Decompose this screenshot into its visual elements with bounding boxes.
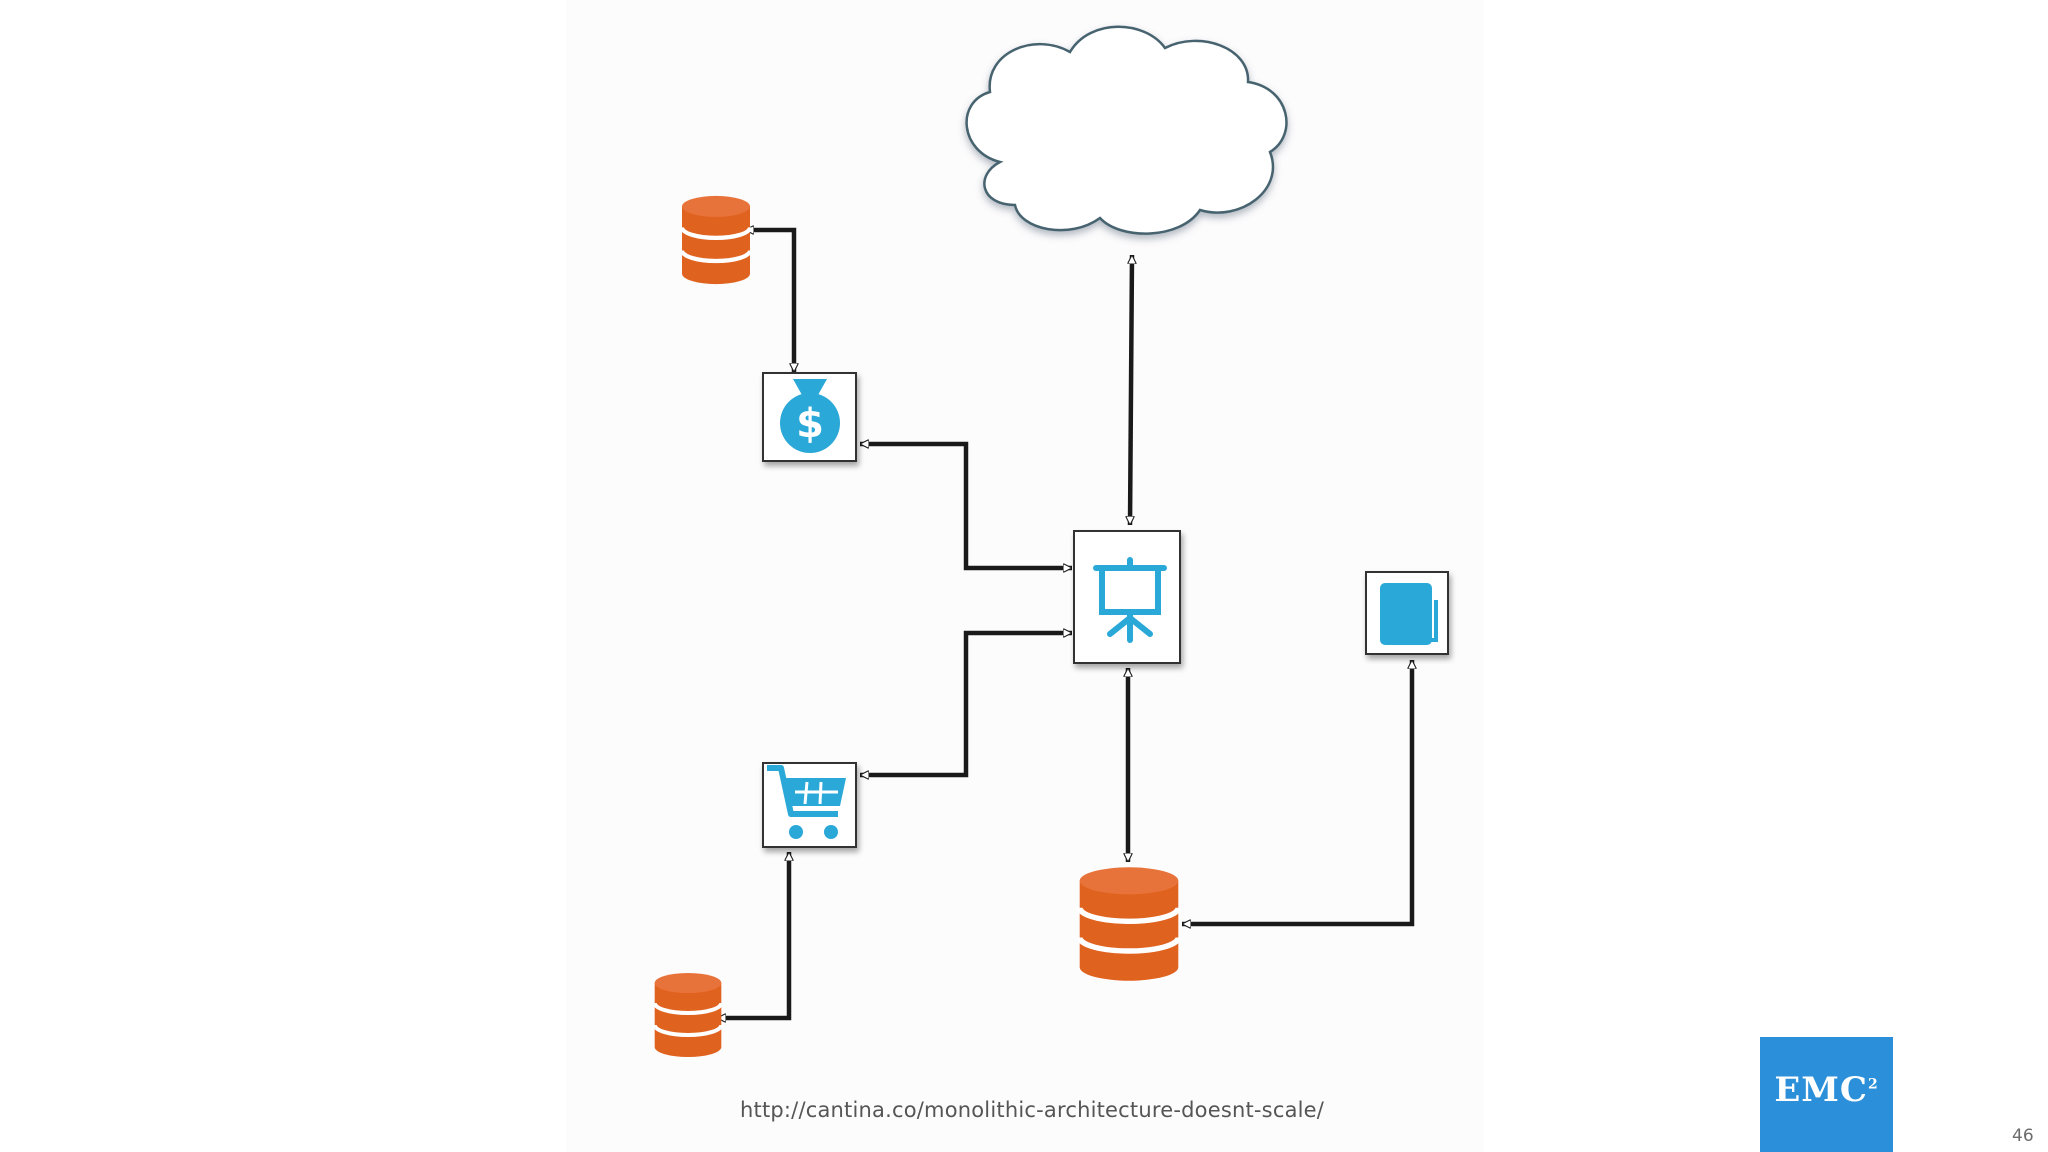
main-database-icon: [1080, 867, 1179, 980]
payment-service-box: $: [762, 372, 857, 462]
edge-paymentdb-payment: [745, 230, 794, 372]
edge-cartdb-cart: [717, 852, 789, 1018]
svg-text:$: $: [796, 401, 824, 447]
catalog-service-box: [1365, 571, 1449, 655]
shopping-cart-icon: [767, 765, 846, 839]
page-number: 46: [2012, 1126, 2034, 1146]
book-icon: [1380, 583, 1438, 645]
edge-cloud-presentation: [1130, 255, 1132, 525]
presentation-board-icon: [1093, 557, 1167, 643]
payment-database-icon: [682, 196, 750, 284]
cart-database-icon: [652, 971, 724, 1059]
logo-text: EMC2: [1774, 1070, 1878, 1110]
logo-name: EMC: [1774, 1069, 1868, 1110]
edge-payment-presentation: [860, 444, 1072, 568]
money-bag-icon: $: [780, 379, 840, 453]
logo-superscript: 2: [1867, 1076, 1879, 1093]
presentation-service-box: [1073, 530, 1181, 664]
connector-lines: [717, 230, 1412, 1018]
edge-cart-presentation: [860, 633, 1072, 775]
cloud-icon: [965, 25, 1288, 235]
emc-logo: EMC2: [1760, 1037, 1893, 1152]
source-url: http://cantina.co/monolithic-architectur…: [740, 1098, 1325, 1122]
cart-service-box: [762, 762, 857, 848]
edge-database-catalog: [1182, 660, 1412, 924]
